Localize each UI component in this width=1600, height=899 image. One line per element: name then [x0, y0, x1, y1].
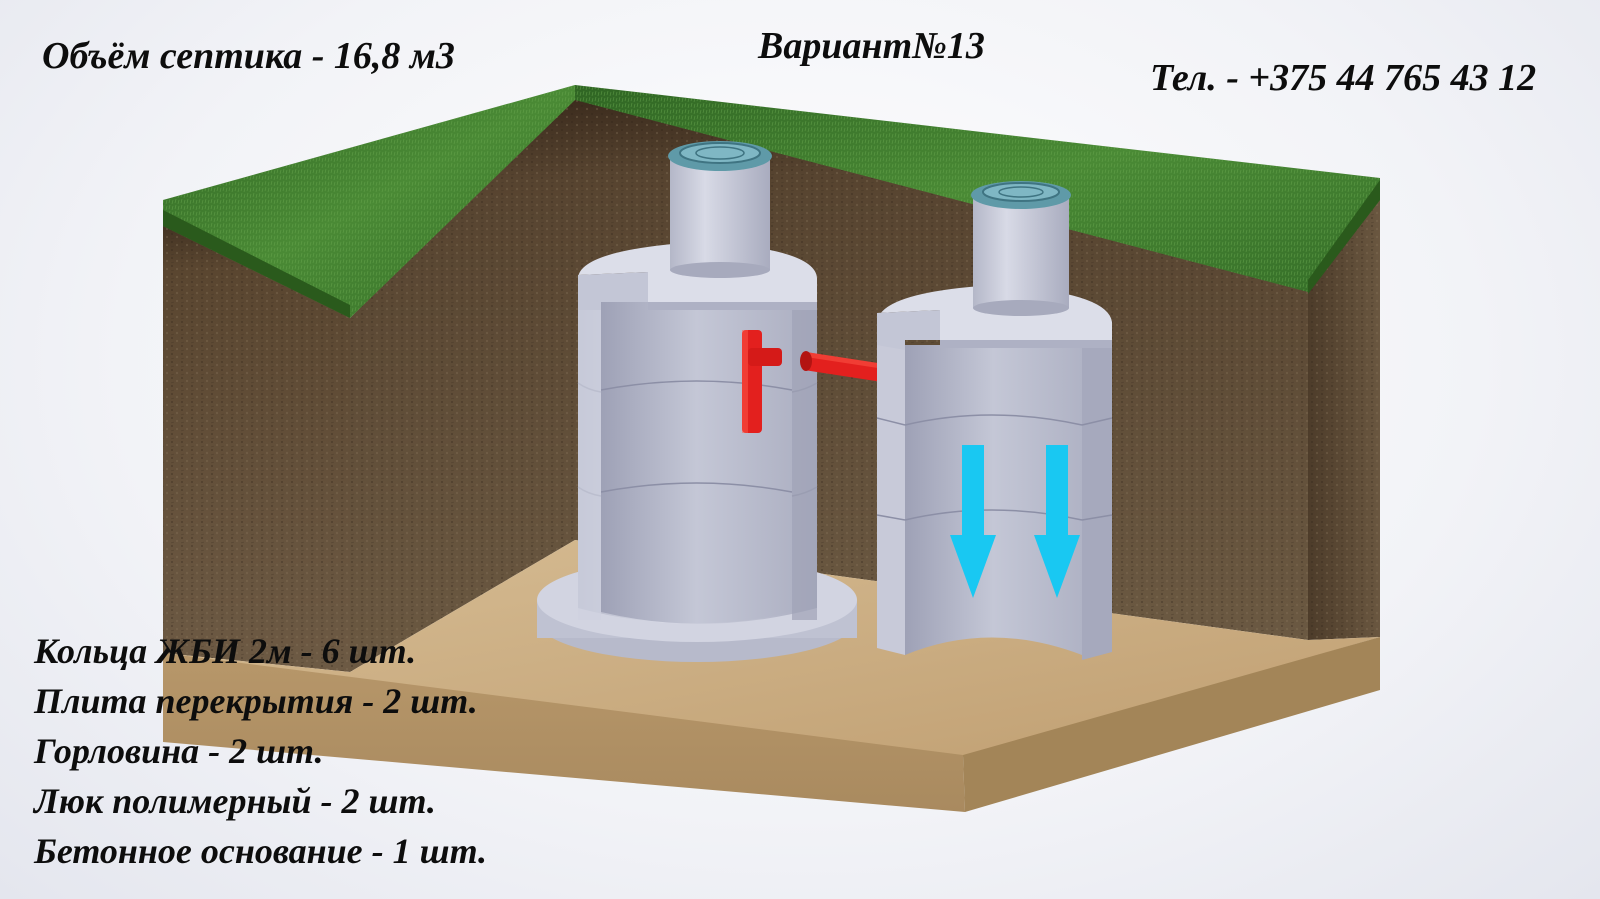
spec-item-hatch: Люк полимерный - 2 шт.	[34, 781, 436, 821]
spec-item-rings: Кольца ЖБИ 2м - 6 шт.	[34, 631, 417, 671]
variant-title: Вариант№13	[758, 25, 985, 67]
ring-right-outer	[877, 322, 905, 655]
spec-item-cover-slab: Плита перекрытия - 2 шт.	[34, 681, 478, 721]
sand-front-edge	[163, 653, 965, 812]
neck-right	[973, 195, 1069, 308]
ground-block	[163, 85, 1380, 812]
tank-left	[537, 141, 857, 662]
arrow-down-icon	[950, 445, 996, 598]
sand-right-edge	[963, 637, 1380, 812]
septic-volume-title: Объём септика - 16,8 м3	[42, 35, 455, 77]
tee-pipe	[742, 330, 782, 433]
ring-right-inner	[905, 345, 1082, 655]
tank-right	[876, 181, 1113, 660]
spec-item-neck: Горловина - 2 шт.	[34, 731, 324, 771]
spec-item-base: Бетонное основание - 1 шт.	[34, 831, 488, 871]
grass-edge-left	[163, 210, 350, 318]
phone-number: Тел. - +375 44 765 43 12	[1150, 57, 1537, 99]
grass-edge-right	[1308, 180, 1380, 294]
spec-list: Кольца ЖБИ 2м - 6 шт. Плита перекрытия -…	[34, 626, 487, 876]
arrow-down-icon	[1034, 445, 1080, 598]
neck-left	[670, 156, 770, 270]
